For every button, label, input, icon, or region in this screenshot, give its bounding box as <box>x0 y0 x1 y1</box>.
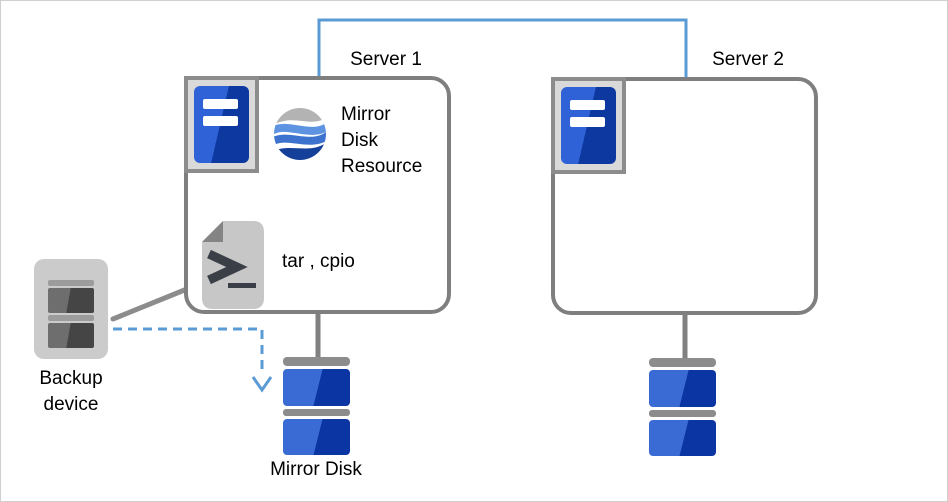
server2-icon-tray <box>551 77 626 174</box>
disk-platter <box>649 420 716 456</box>
server1-icon-tray <box>184 76 259 173</box>
server-drive-bay <box>203 99 238 109</box>
server-icon <box>194 86 249 163</box>
mirror-disk-icon <box>649 358 716 456</box>
mirror-disk-icon <box>283 357 350 455</box>
tape-cartridge <box>48 323 94 348</box>
script-tools-label: tar , cpio <box>282 251 355 272</box>
disk-platter <box>283 369 350 406</box>
server1-title: Server 1 <box>350 49 422 70</box>
backup-to-server-line <box>110 286 190 322</box>
script-file-icon <box>202 221 264 309</box>
disk-platter <box>283 419 350 455</box>
down-arrowhead-icon <box>251 376 273 393</box>
mirror-disk-resource-icon <box>274 108 326 160</box>
server-drive-bay <box>570 117 605 127</box>
backup-device-icon <box>34 259 108 359</box>
server-drive-bay <box>570 100 605 110</box>
disk-cap <box>283 357 350 366</box>
tape-cartridge <box>48 288 94 313</box>
tape-slot <box>48 315 94 321</box>
disk-divider <box>283 409 350 416</box>
backup-device-label: Backup device <box>39 368 103 415</box>
server-drive-bay <box>203 116 238 126</box>
disk-platter <box>649 370 716 407</box>
mirror-disk-label: Mirror Disk <box>270 459 362 480</box>
server2-title: Server 2 <box>712 49 784 70</box>
disk-divider <box>649 410 716 417</box>
server-icon <box>561 87 616 164</box>
tape-slot <box>48 280 94 286</box>
disk-cap <box>649 358 716 367</box>
mirror-disk-resource-label: Mirror Disk Resource <box>341 104 423 177</box>
